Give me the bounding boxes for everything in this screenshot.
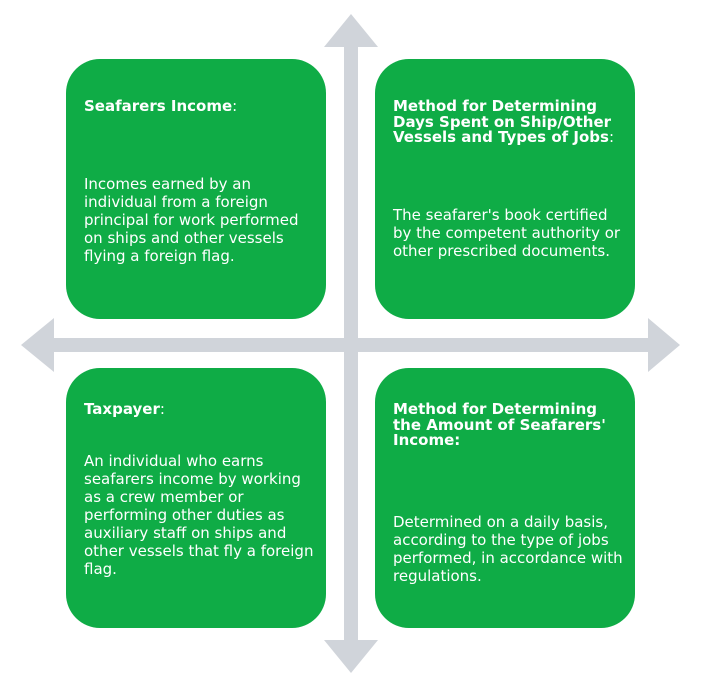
card-body: Determined on a daily basis, according t… bbox=[393, 513, 623, 585]
card-title: Taxpayer: bbox=[84, 400, 165, 418]
card-title: Method for Determining Days Spent on Shi… bbox=[393, 97, 615, 146]
card-taxpayer: Taxpayer: An individual who earns seafar… bbox=[66, 368, 326, 628]
card-seafarers-income: Seafarers Income: Incomes earned by an i… bbox=[66, 59, 326, 319]
card-body: Incomes earned by an individual from a f… bbox=[84, 175, 299, 265]
card-method-days-spent: Method for Determining Days Spent on Shi… bbox=[375, 59, 635, 319]
card-body: An individual who earns seafarers income… bbox=[84, 452, 314, 578]
horizontal-arrow bbox=[21, 318, 680, 372]
card-title: Seafarers Income: bbox=[84, 97, 238, 115]
card-title: Method for Determining the Amount of Sea… bbox=[393, 400, 606, 449]
card-body: The seafarer's book certified by the com… bbox=[393, 206, 621, 260]
card-method-income-amount: Method for Determining the Amount of Sea… bbox=[375, 368, 635, 628]
